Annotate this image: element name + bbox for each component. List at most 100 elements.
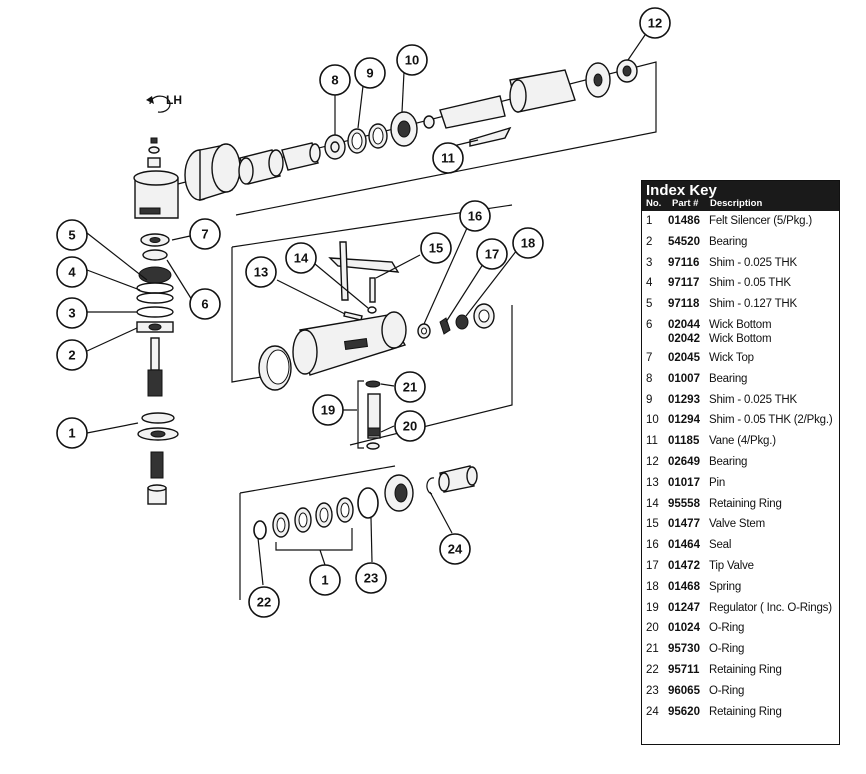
svg-text:16: 16 — [468, 209, 482, 224]
part-number: 01017 — [668, 476, 700, 489]
part-number: 01247 — [668, 601, 700, 614]
row-number: 23 — [646, 684, 659, 697]
callout-5: 5 — [56, 219, 88, 251]
svg-text:7: 7 — [201, 227, 208, 242]
callout-21: 21 — [394, 371, 426, 403]
seal-16-part — [417, 323, 431, 339]
row-number: 18 — [646, 580, 659, 593]
callout-6: 6 — [189, 288, 221, 320]
svg-text:5: 5 — [68, 228, 75, 243]
svg-text:23: 23 — [364, 571, 378, 586]
row-number: 2 — [646, 235, 653, 248]
leader-lines — [86, 34, 646, 586]
svg-text:24: 24 — [448, 542, 463, 557]
callout-15: 15 — [420, 232, 452, 264]
svg-text:15: 15 — [429, 241, 443, 256]
row-number: 17 — [646, 559, 659, 572]
assembly-outline-bottom — [239, 465, 396, 600]
cylinder-part — [238, 149, 284, 185]
svg-text:20: 20 — [403, 419, 417, 434]
row-number: 3 — [646, 256, 653, 269]
row-number: 7 — [646, 351, 653, 364]
svg-text:14: 14 — [294, 251, 309, 266]
callout-7: 7 — [189, 218, 221, 250]
shim-10-part — [368, 123, 388, 149]
tip-valve-part — [439, 317, 451, 335]
main-housing-part — [292, 311, 407, 376]
part-description: Tip Valve — [709, 559, 754, 572]
collet-part — [147, 451, 167, 505]
row-number: 6 — [646, 318, 653, 331]
callout-23: 23 — [355, 562, 387, 594]
part-description: Regulator ( Inc. O-Rings) — [709, 601, 832, 614]
angle-head-part — [133, 137, 179, 219]
rotation-label: LH — [166, 93, 182, 107]
spindle-part — [147, 337, 163, 397]
spring-part — [455, 314, 469, 330]
callout-9: 9 — [354, 57, 386, 89]
part-number: 97117 — [668, 277, 700, 290]
callout-4: 4 — [56, 256, 88, 288]
row-number: 20 — [646, 622, 659, 635]
row-number: 12 — [646, 455, 659, 468]
part-description: Retaining Ring — [709, 663, 782, 676]
part-description: Bearing — [709, 455, 748, 468]
part-description: Valve Stem — [709, 518, 765, 531]
valve-stem-part — [369, 277, 376, 303]
svg-text:1: 1 — [68, 426, 75, 441]
part-description: Vane (4/Pkg.) — [709, 435, 776, 448]
callout-17: 17 — [476, 238, 508, 270]
lh-rotation-arrow: LH — [146, 93, 182, 113]
part-description: Shim - 0.025 THK — [709, 393, 797, 406]
part-number: 97118 — [668, 298, 700, 311]
part-number: 01464 — [668, 539, 700, 552]
part-description: Spring — [709, 580, 742, 593]
part-description: Shim - 0.127 THK — [709, 298, 797, 311]
part-description: Shim - 0.05 THK — [709, 277, 791, 290]
part-number: 95620 — [668, 705, 700, 718]
retaining-ring-24-part — [426, 477, 435, 495]
wick-top-part — [140, 233, 170, 247]
row-number: 8 — [646, 372, 653, 385]
svg-text:13: 13 — [254, 265, 268, 280]
part-number: 01294 — [668, 414, 700, 427]
callout-24: 24 — [439, 533, 471, 565]
shim-9-part — [347, 128, 367, 154]
rotor-part — [423, 69, 576, 129]
svg-text:1: 1 — [321, 573, 328, 588]
retaining-ring-14-part — [367, 306, 377, 314]
row-number: 19 — [646, 601, 659, 614]
inlet-fitting-part — [438, 465, 478, 493]
pin-part — [343, 311, 363, 321]
part-description: O-Ring — [709, 684, 745, 697]
svg-text:3: 3 — [68, 306, 75, 321]
svg-text:10: 10 — [405, 53, 419, 68]
part-description: Wick Top — [709, 351, 754, 364]
row-number: 24 — [646, 705, 659, 718]
index-key-title: Index Key — [646, 182, 717, 199]
callout-10: 10 — [396, 44, 428, 76]
callout-20: 20 — [394, 410, 426, 442]
shim-3-part — [136, 306, 174, 318]
wick-bottom-part — [142, 249, 168, 261]
row-number: 4 — [646, 277, 653, 290]
col-part-header: Part # — [672, 198, 699, 209]
part-number: 54520 — [668, 235, 700, 248]
part-description: Shim - 0.025 THK — [709, 256, 797, 269]
vane-part — [469, 126, 512, 147]
felt-silencer-washer — [137, 412, 179, 441]
part-description: Retaining Ring — [709, 705, 782, 718]
